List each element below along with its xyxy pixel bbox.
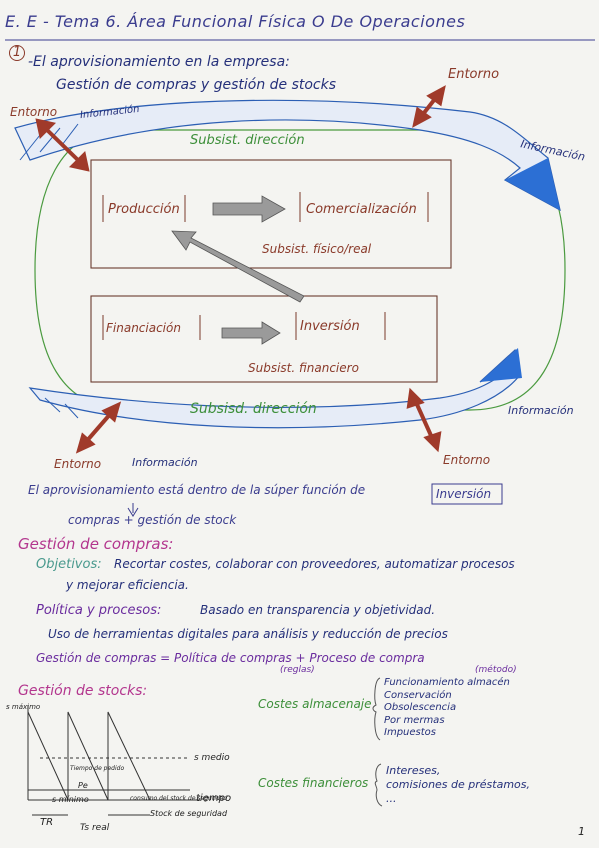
- almacenaje-list: Funcionamiento almacén Conservación Obso…: [384, 677, 510, 740]
- alm-item: Conservación: [384, 689, 452, 701]
- consumo-label: consumo del stock de seguridad: [130, 795, 228, 802]
- ts-real: Ts real: [80, 823, 110, 833]
- box-financiacion: Financiación: [106, 321, 181, 335]
- inversion-box: [431, 483, 503, 505]
- tiempo-axis: tiempo: [196, 793, 232, 804]
- alm-item: Por mermas: [384, 714, 445, 726]
- compras-title: Gestión de compras:: [18, 535, 174, 553]
- entorno-tl: Entorno: [10, 105, 58, 119]
- objetivos-text1: Recortar costes, colaborar con proveedor…: [114, 557, 515, 571]
- stock-seguridad: Stock de seguridad: [150, 809, 228, 818]
- reglas-note: (reglas): [280, 665, 315, 675]
- fin-to-inv-arrow: [221, 321, 281, 345]
- alm-item: Obsolescencia: [384, 702, 457, 713]
- politica-text1: Basado en transparencia y objetividad.: [200, 603, 436, 617]
- label-financiero: Subsist. financiero: [248, 361, 359, 375]
- info-bl: Información: [132, 456, 198, 469]
- tiempo-pedido: Tiempo de pedido: [70, 765, 125, 772]
- entorno-br: Entorno: [443, 453, 491, 467]
- aprov-boxed: Inversión: [436, 487, 492, 501]
- alm-item: Funcionamiento almacén: [384, 677, 510, 688]
- entorno-tr: Entorno: [448, 67, 500, 82]
- alm-item: Impuestos: [384, 727, 436, 738]
- s-medio: s medio: [194, 753, 230, 763]
- subsist-bottom: Subsisd. dirección: [190, 401, 317, 417]
- entorno-arrows: [35, 85, 446, 454]
- subsist-top: Subsist. dirección: [190, 133, 305, 148]
- page-title: E. E - Tema 6. Área Funcional Física O D…: [5, 12, 466, 31]
- box-produccion: Producción: [108, 202, 180, 217]
- section1-line1: -El aprovisionamiento en la empresa:: [28, 54, 290, 70]
- fin-item: comisiones de préstamos,: [386, 778, 531, 791]
- objetivos-label: Objetivos:: [36, 557, 102, 572]
- page-number: 1: [578, 825, 585, 838]
- label-fisico: Subsist. físico/real: [262, 242, 372, 256]
- s-maximo: s máximo: [6, 703, 41, 711]
- tr-label: TR: [40, 817, 54, 828]
- compras-formula: Gestión de compras = Política de compras…: [36, 651, 425, 665]
- info-br: Información: [508, 404, 574, 417]
- financieros-list: Intereses, comisiones de préstamos, ...: [386, 764, 530, 806]
- fin-item: Intereses,: [386, 764, 441, 777]
- costes-almacenaje: Costes almacenaje: [258, 697, 372, 711]
- box-comercializacion: Comercialización: [306, 202, 417, 217]
- entorno-bl: Entorno: [54, 457, 102, 471]
- fin-item: ...: [386, 792, 397, 805]
- section1-line2: Gestión de compras y gestión de stocks: [56, 77, 337, 93]
- politica-label: Política y procesos:: [36, 603, 162, 618]
- costes-financieros: Costes financieros: [258, 776, 369, 790]
- info-band-bottom: [28, 348, 521, 429]
- section-number: 1: [9, 45, 25, 61]
- politica-text2: Uso de herramientas digitales para análi…: [48, 627, 448, 641]
- fisico-box: [90, 159, 452, 269]
- pe-label: Pe: [78, 781, 88, 790]
- metodo-note: (método): [475, 665, 517, 675]
- inv-to-prod-arrow: [171, 230, 305, 303]
- stocks-title: Gestión de stocks:: [18, 683, 148, 699]
- financiero-box: [90, 295, 438, 383]
- s-minimo: s mínimo: [52, 795, 89, 804]
- prod-to-com-arrow: [212, 195, 286, 223]
- stock-chart: [27, 705, 200, 816]
- aprov-line1: El aprovisionamiento está dentro de la s…: [28, 483, 366, 497]
- objetivos-text2: y mejorar eficiencia.: [66, 578, 189, 592]
- aprov-line2: compras + gestión de stock: [68, 513, 237, 527]
- box-inversion: Inversión: [300, 319, 360, 334]
